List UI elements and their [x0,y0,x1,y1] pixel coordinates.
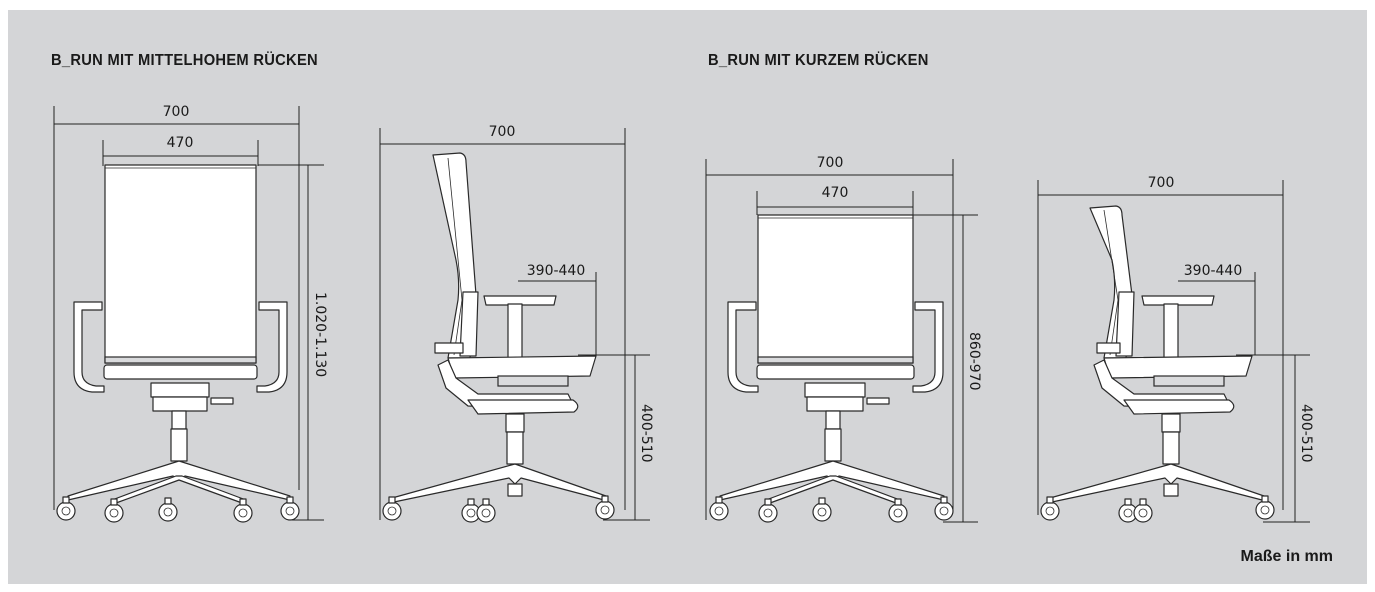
column-top [825,410,841,430]
casters [382,495,615,523]
seat [447,355,597,379]
backrest [104,164,257,364]
dim-seat-height: 400-510 [1298,404,1314,463]
lever [866,397,890,405]
gas-column [1162,431,1180,465]
gas-column [824,428,842,462]
heading-medium-back: B_RUN MIT MITTELHOHEM RÜCKEN [51,52,318,69]
seat [756,364,915,380]
armrest [1141,295,1215,306]
casters [56,496,300,523]
dim-seat-height: 400-510 [638,404,654,463]
heading-short-back: B_RUN MIT KURZEM RÜCKEN [708,52,929,69]
column-top [505,413,525,433]
gas-column [170,428,188,462]
backrest-contour [1103,209,1119,356]
casters [709,496,954,523]
armrest-left [727,301,759,393]
seat-frame [437,359,573,409]
lumbar-support [1115,291,1135,357]
seat-mechanism [150,382,210,398]
armrest [483,295,557,306]
dim-width-back: 470 [822,185,849,201]
drawing-short-side: 700 390-440 400-510 [1037,175,1314,523]
gas-column [506,431,524,465]
dim-width-total: 700 [163,104,190,120]
armrest-left [73,301,105,393]
backrest [757,214,914,364]
seat [1103,355,1253,379]
dim-armrest-depth: 390-440 [527,263,586,279]
base-star [1049,463,1265,503]
unit-note: Maße in mm [1240,548,1333,565]
dim-height: 860-970 [966,332,982,391]
drawing-medium-side: 700 390-440 400-510 [379,124,654,523]
column-top [171,410,187,430]
dim-width-total: 700 [817,155,844,171]
back-bracket [1096,342,1121,354]
armrest-right [912,301,944,393]
dim-height: 1.020-1.130 [312,292,328,377]
dim-width-total: 700 [1148,175,1175,191]
mechanism-base [1123,399,1235,415]
backrest-contour [447,157,463,356]
drawing-medium-front: 700 470 1.020-1.130 [53,104,328,523]
column-top [1161,413,1181,433]
technical-drawings: 700 470 1.020-1.130 [53,104,1314,523]
base-hub [1163,483,1179,497]
seat [103,364,258,380]
mechanism-lower [806,396,864,412]
dim-width-back: 470 [167,135,194,151]
drawing-short-front: 700 470 860-970 [705,155,982,523]
seat-frame [1093,359,1229,409]
lumbar-support [459,291,479,357]
mechanism [1153,375,1225,387]
casters [1040,495,1275,523]
armrest-right [256,301,288,393]
lever [210,397,234,405]
dim-width-total: 700 [489,124,516,140]
mechanism-lower [152,396,208,412]
dim-armrest-depth: 390-440 [1184,263,1243,279]
seat-mechanism [804,382,866,398]
base-star [391,463,607,503]
mechanism-base [467,399,579,415]
backrest-base [757,356,914,364]
base-hub [507,483,523,497]
mechanism [497,375,569,387]
back-bracket [434,342,464,354]
backrest-base [104,356,257,364]
dimension-sheet: B_RUN MIT MITTELHOHEM RÜCKEN B_RUN MIT K… [8,10,1367,584]
